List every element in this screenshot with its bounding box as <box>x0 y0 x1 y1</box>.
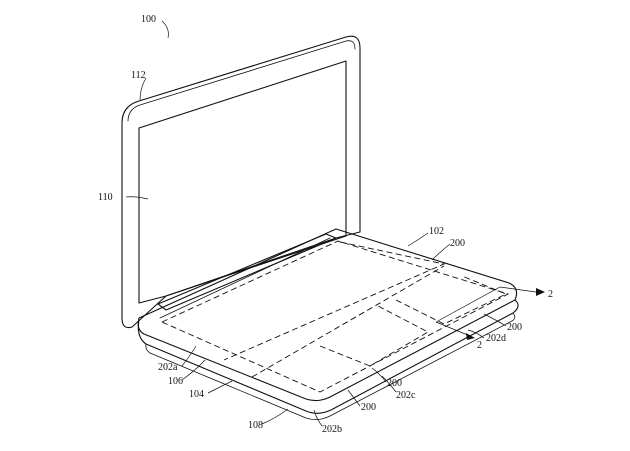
section-arrow-lower <box>466 333 475 340</box>
leader-100 <box>161 20 169 39</box>
label-112: 112 <box>131 70 146 81</box>
label-section-2-top: 2 <box>548 289 553 300</box>
leader-102 <box>407 232 429 247</box>
label-200-low: 200 <box>361 402 376 413</box>
label-104: 104 <box>189 389 204 400</box>
hinge-bar <box>157 233 337 311</box>
section-arrow-upper <box>536 288 545 296</box>
top-case-outline <box>137 228 518 402</box>
display-lid <box>121 35 361 329</box>
label-200-mid: 200 <box>387 378 402 389</box>
dashed-region-large <box>223 241 446 361</box>
lid-edge-inner <box>127 40 356 122</box>
dashed-region-202c <box>319 305 429 367</box>
leader-202a <box>181 345 197 367</box>
hinge-recess <box>159 237 331 319</box>
display-screen <box>138 60 347 304</box>
hinge <box>157 233 337 311</box>
label-202a: 202a <box>158 362 178 373</box>
label-100: 100 <box>141 14 156 25</box>
leader-112 <box>139 77 147 101</box>
dashed-perimeter <box>160 240 510 393</box>
label-200-right: 200 <box>507 322 522 333</box>
label-108: 108 <box>248 420 263 431</box>
label-202b: 202b <box>322 424 342 435</box>
label-202c: 202c <box>396 390 416 401</box>
label-102: 102 <box>429 226 444 237</box>
section-line-2-2 <box>435 286 545 340</box>
label-110: 110 <box>98 192 113 203</box>
reference-labels: 100 112 110 102 200 2 200 202d 2 202a 10… <box>98 14 553 435</box>
leader-104 <box>207 380 233 394</box>
dashed-region-202d <box>395 275 508 325</box>
leader-108 <box>261 408 289 425</box>
base-front-edge <box>137 299 519 414</box>
leader-200-mid <box>371 367 387 383</box>
label-202d: 202d <box>486 333 506 344</box>
leader-200-low <box>347 389 361 407</box>
input-regions <box>160 240 510 393</box>
dashed-row-divider <box>251 265 445 378</box>
leader-202c <box>381 375 397 393</box>
label-200-top: 200 <box>450 238 465 249</box>
section-line-upper <box>435 286 537 323</box>
leader-106 <box>181 359 206 381</box>
leader-lines <box>125 20 507 427</box>
label-106: 106 <box>168 376 183 387</box>
label-section-2-bottom: 2 <box>477 340 482 351</box>
lid-outline <box>121 35 361 329</box>
section-line-lower <box>435 321 471 337</box>
leader-202b <box>313 409 323 427</box>
leader-110 <box>125 196 149 200</box>
leader-202d <box>467 329 485 339</box>
leader-200-top <box>431 243 451 261</box>
leader-200-right <box>483 313 507 327</box>
